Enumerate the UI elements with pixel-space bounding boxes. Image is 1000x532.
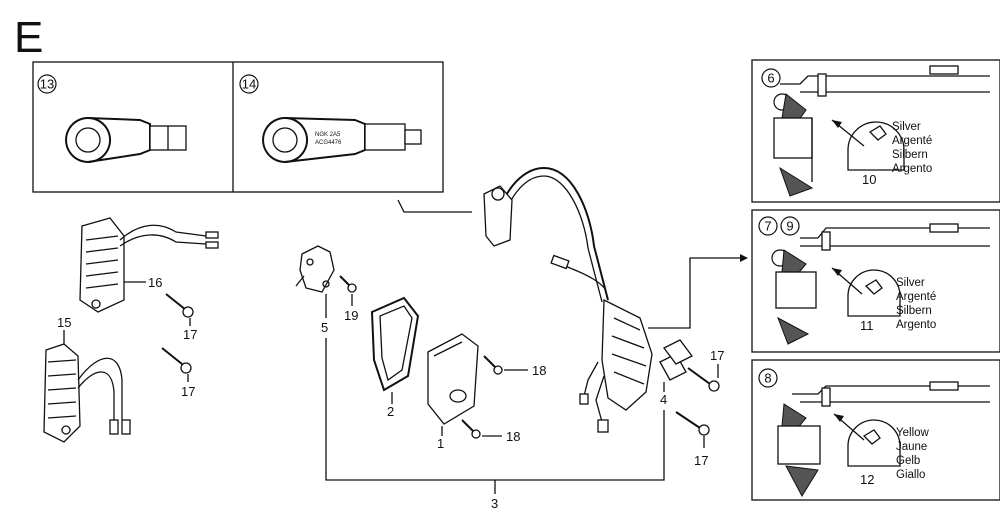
svg-text:7: 7 <box>764 219 771 234</box>
svg-text:6: 6 <box>767 71 774 86</box>
leader-coil-to-panel <box>648 257 740 329</box>
coil-15 <box>43 343 131 443</box>
callout-17-right-top: 17 <box>710 348 724 363</box>
marking-silver-it-2: Argento <box>896 319 936 331</box>
callout-15: 15 <box>57 315 71 330</box>
plug-cap-inset-box <box>32 61 444 193</box>
svg-text:8: 8 <box>764 371 771 386</box>
screw-18-top <box>483 355 503 375</box>
callout-17-right-bottom: 17 <box>694 453 708 468</box>
callout-3: 3 <box>491 496 498 511</box>
marking-silver-it: Argento <box>892 163 932 175</box>
panel-8: 8 Yellow Jaune Gelb Giallo 12 <box>758 368 990 498</box>
bolt-17-right-bottom <box>675 411 710 436</box>
marking-silver-fr: Argenté <box>892 135 932 147</box>
callout-10: 10 <box>862 172 876 187</box>
callout-11: 11 <box>860 318 874 333</box>
panel-7-9: 7 9 Silver Argenté Silbern Argento 11 <box>758 216 990 345</box>
marking-silver-fr-2: Argenté <box>896 291 936 303</box>
marking-silver-de-2: Silbern <box>896 305 932 317</box>
screw-19 <box>339 275 357 293</box>
svg-text:14: 14 <box>242 77 256 92</box>
leader-box-to-cap <box>397 199 472 213</box>
callout-18-top: 18 <box>532 363 546 378</box>
callout-19: 19 <box>344 308 358 323</box>
marking-silver-de: Silbern <box>892 149 928 161</box>
svg-text:13: 13 <box>40 77 54 92</box>
bolt-17-left-top <box>165 293 194 318</box>
bolt-17-right-top <box>687 367 720 392</box>
gasket-2 <box>370 296 420 392</box>
callout-4: 4 <box>660 392 667 407</box>
section-letter: E <box>14 13 43 62</box>
callout-16: 16 <box>148 275 162 290</box>
coil-variant-panels <box>751 59 1000 501</box>
coil-16 <box>79 217 219 313</box>
marking-silver-en: Silver <box>892 121 921 133</box>
screw-18-bottom <box>461 419 481 439</box>
group-bracket-3 <box>325 338 665 494</box>
callout-17-left-bottom: 17 <box>181 384 195 399</box>
callout-5: 5 <box>321 320 328 335</box>
cover-1 <box>427 333 479 425</box>
callout-12: 12 <box>860 472 874 487</box>
callout-13: 13 <box>37 74 57 94</box>
marking-silver-en-2: Silver <box>896 277 925 289</box>
marking-yellow-en: Yellow <box>896 427 930 439</box>
bolt-17-left-bottom <box>161 347 192 374</box>
callout-17-left-top: 17 <box>183 327 197 342</box>
callout-18-bottom: 18 <box>506 429 520 444</box>
panel-6: 6 Silver Argenté Silbern Argento 10 <box>761 65 990 197</box>
marking-yellow-de: Gelb <box>896 455 920 467</box>
ignition-coil-assembly <box>483 166 693 433</box>
marking-yellow-fr: Jaune <box>896 441 927 453</box>
stop-switch-5 <box>295 245 335 293</box>
cap-print-line-2: ACG4476 <box>315 140 342 146</box>
callout-14: 14 <box>239 74 259 94</box>
arrow-head <box>740 254 748 262</box>
callout-1: 1 <box>437 436 444 451</box>
cap-print-line-1: NGK 2A5 <box>315 132 341 138</box>
spark-plug-cap-14: NGK 2A5 ACG4476 <box>262 117 422 163</box>
svg-text:9: 9 <box>786 219 793 234</box>
callout-2: 2 <box>387 404 394 419</box>
spark-plug-cap-13 <box>65 117 187 163</box>
marking-yellow-it: Giallo <box>896 469 925 481</box>
